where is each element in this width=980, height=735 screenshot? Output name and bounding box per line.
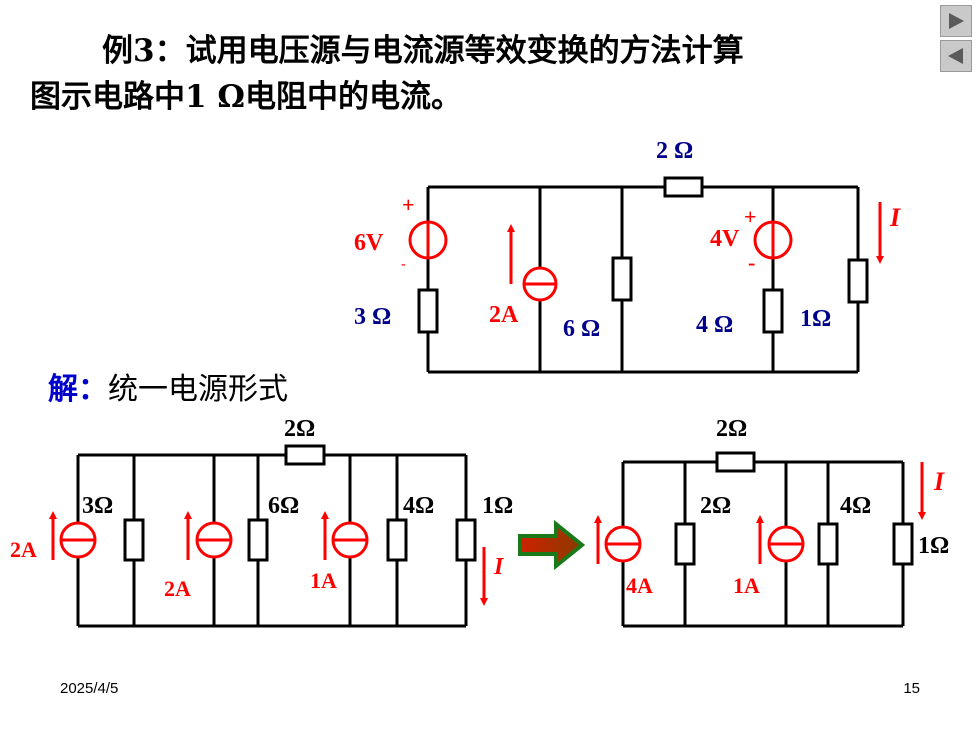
c2-current-source-3-icon bbox=[321, 511, 369, 560]
c3-label-r1: 2Ω bbox=[700, 493, 731, 519]
resistor-4ohm bbox=[762, 288, 784, 334]
c2-resistor-6ohm bbox=[247, 518, 269, 562]
c2-label-r-top: 2Ω bbox=[284, 416, 315, 442]
c1-label-v2-minus: - bbox=[748, 250, 755, 275]
c1-label-r4: 1Ω bbox=[800, 306, 831, 332]
c3-resistor-1ohm bbox=[892, 522, 914, 566]
c3-label-r2: 4Ω bbox=[840, 493, 871, 519]
resistor-2ohm-top bbox=[663, 176, 704, 198]
c2-resistor-4ohm bbox=[386, 518, 408, 562]
voltage-source-6v-icon bbox=[408, 220, 448, 260]
resistor-6ohm bbox=[611, 256, 633, 302]
c3-label-r3: 1Ω bbox=[918, 533, 949, 559]
play-back-icon bbox=[948, 48, 963, 64]
c3-resistor-2ohm bbox=[674, 522, 696, 566]
c3-current-source-1-icon bbox=[594, 515, 642, 564]
c1-label-v2: 4V bbox=[710, 226, 740, 252]
footer-date: 2025/4/5 bbox=[60, 680, 119, 697]
c1-label-v1: 6V bbox=[354, 230, 384, 256]
c2-resistor-2ohm-top bbox=[284, 444, 326, 466]
c2-label-r1: 3Ω bbox=[82, 493, 113, 519]
c3-current-source-2-icon bbox=[756, 515, 805, 564]
title-line-2: 图示电路中1 Ω电阻中的电流。 bbox=[30, 79, 462, 115]
c2-current-source-2-icon bbox=[184, 511, 233, 560]
circuit-3 bbox=[621, 460, 905, 628]
c1-label-v1-plus: + bbox=[402, 192, 415, 217]
voltage-source-4v-icon bbox=[753, 220, 793, 260]
solution-prefix: 解： bbox=[48, 372, 108, 407]
c2-current-source-1-icon bbox=[49, 511, 97, 560]
c1-label-r-top: 2 Ω bbox=[656, 138, 693, 164]
c3-label-cs2: 1A bbox=[733, 573, 760, 598]
circuit-1 bbox=[426, 185, 860, 374]
c2-resistor-1ohm bbox=[455, 518, 477, 562]
c2-label-r2: 6Ω bbox=[268, 493, 299, 519]
c1-label-v1-minus: - bbox=[401, 257, 406, 272]
c2-label-current: I bbox=[493, 554, 505, 580]
play-forward-icon bbox=[949, 13, 964, 29]
current-source-2a-icon bbox=[507, 224, 558, 302]
transform-arrow-icon bbox=[518, 519, 586, 571]
c1-label-cs: 2A bbox=[489, 302, 519, 328]
c1-label-r1: 3 Ω bbox=[354, 304, 391, 330]
c1-label-r3: 4 Ω bbox=[696, 312, 733, 338]
solution-heading: 解：统一电源形式 bbox=[48, 364, 288, 408]
c2-label-cs3: 1A bbox=[310, 568, 337, 593]
next-slide-button[interactable] bbox=[940, 5, 972, 37]
footer-page-number: 15 bbox=[903, 680, 920, 697]
c2-label-cs2: 2A bbox=[164, 576, 191, 601]
previous-slide-button[interactable] bbox=[940, 40, 972, 72]
resistor-1ohm bbox=[847, 258, 869, 304]
c2-resistor-3ohm bbox=[123, 518, 145, 562]
slide-navigation bbox=[940, 5, 972, 75]
solution-text: 统一电源形式 bbox=[108, 372, 288, 407]
c1-label-r2: 6 Ω bbox=[563, 316, 600, 342]
c2-label-r3: 4Ω bbox=[403, 493, 434, 519]
c3-label-cs1: 4A bbox=[626, 573, 653, 598]
c3-resistor-2ohm-top bbox=[715, 451, 756, 473]
c2-label-r4: 1Ω bbox=[482, 493, 513, 519]
problem-statement: 例3：试用电压源与电流源等效变换的方法计算 图示电路中1 Ω电阻中的电流。 bbox=[30, 28, 910, 120]
title-line-1: 例3：试用电压源与电流源等效变换的方法计算 bbox=[102, 33, 744, 69]
c3-resistor-4ohm bbox=[817, 522, 839, 566]
c3-label-r-top: 2Ω bbox=[716, 416, 747, 442]
circuit-2 bbox=[76, 453, 468, 628]
c3-label-current: I bbox=[933, 467, 945, 496]
c1-label-v2-plus: + bbox=[744, 204, 757, 229]
resistor-3ohm bbox=[417, 288, 439, 334]
c2-label-cs1: 2A bbox=[10, 537, 37, 562]
c1-label-current: I bbox=[889, 203, 901, 232]
